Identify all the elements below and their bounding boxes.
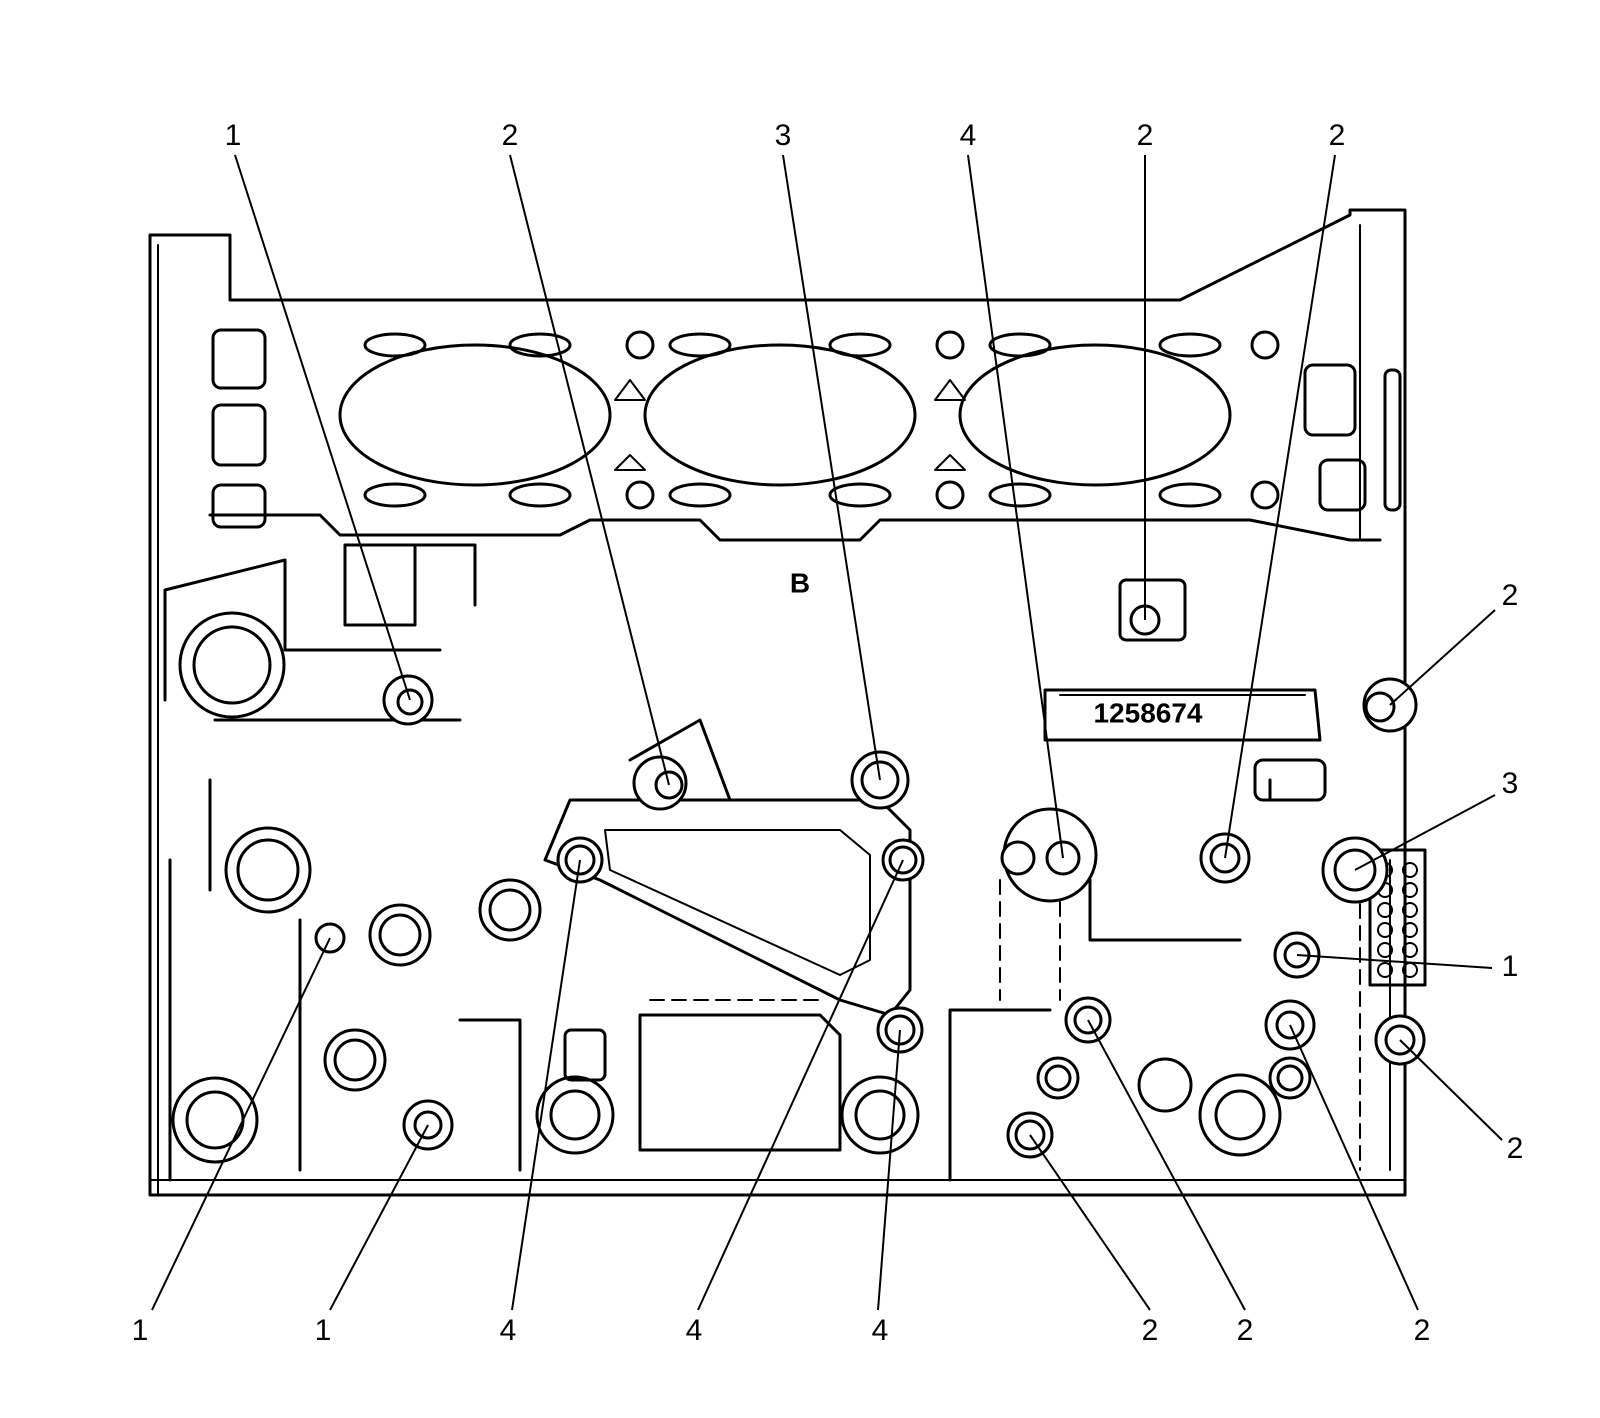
- callout-label: 3: [775, 119, 792, 152]
- callout-label: 2: [502, 119, 519, 152]
- callout-label: 2: [1507, 1132, 1524, 1165]
- leader-line: [967, 154, 1064, 859]
- leader-line: [782, 154, 881, 781]
- cylinder-bore-2: [643, 343, 917, 487]
- leader-lines: [151, 154, 1503, 1311]
- leader-line: [1224, 154, 1336, 859]
- callout-label: 1: [1502, 950, 1519, 983]
- callout-label: 3: [1502, 767, 1519, 800]
- leader-line: [1029, 1134, 1151, 1311]
- leader-line: [1399, 1039, 1503, 1141]
- callout-label: 1: [315, 1314, 332, 1347]
- leader-line: [151, 937, 331, 1311]
- leader-line: [877, 1029, 901, 1311]
- callout-label: 4: [500, 1314, 517, 1347]
- leader-line: [511, 859, 581, 1311]
- callout-label: 2: [1237, 1314, 1254, 1347]
- casting-mark: B: [790, 567, 810, 598]
- callout-label: 4: [960, 119, 977, 152]
- deck-passages: [211, 328, 1402, 529]
- leader-line: [1354, 794, 1496, 871]
- leader-line: [1289, 1024, 1419, 1311]
- leader-line: [1296, 954, 1493, 969]
- cylinder-bore-1: [338, 343, 612, 487]
- callout-label: 2: [1137, 119, 1154, 152]
- callout-label: 2: [1329, 119, 1346, 152]
- part-number-stamp: 1258674: [1093, 697, 1202, 728]
- callout-label: 1: [132, 1314, 149, 1347]
- leader-line: [1087, 1019, 1246, 1311]
- leader-line: [697, 859, 904, 1311]
- callout-label: 2: [1414, 1314, 1431, 1347]
- callout-label: 2: [1502, 579, 1519, 612]
- callout-label: 1: [225, 119, 242, 152]
- bolt-holes: [314, 604, 1426, 1159]
- callout-label: 4: [872, 1314, 889, 1347]
- callout-label: 4: [686, 1314, 703, 1347]
- callout-labels: 1 2 3 4 2 2 2 3 1 2 1 1 4 4 4 2 2 2: [132, 119, 1524, 1347]
- callout-label: 2: [1142, 1314, 1159, 1347]
- leader-line: [509, 154, 670, 786]
- leader-line: [329, 1124, 429, 1311]
- leader-line: [234, 154, 411, 701]
- cylinder-bore-3: [958, 343, 1232, 487]
- leader-line: [1389, 609, 1496, 706]
- cylinder-bores: [338, 343, 1232, 487]
